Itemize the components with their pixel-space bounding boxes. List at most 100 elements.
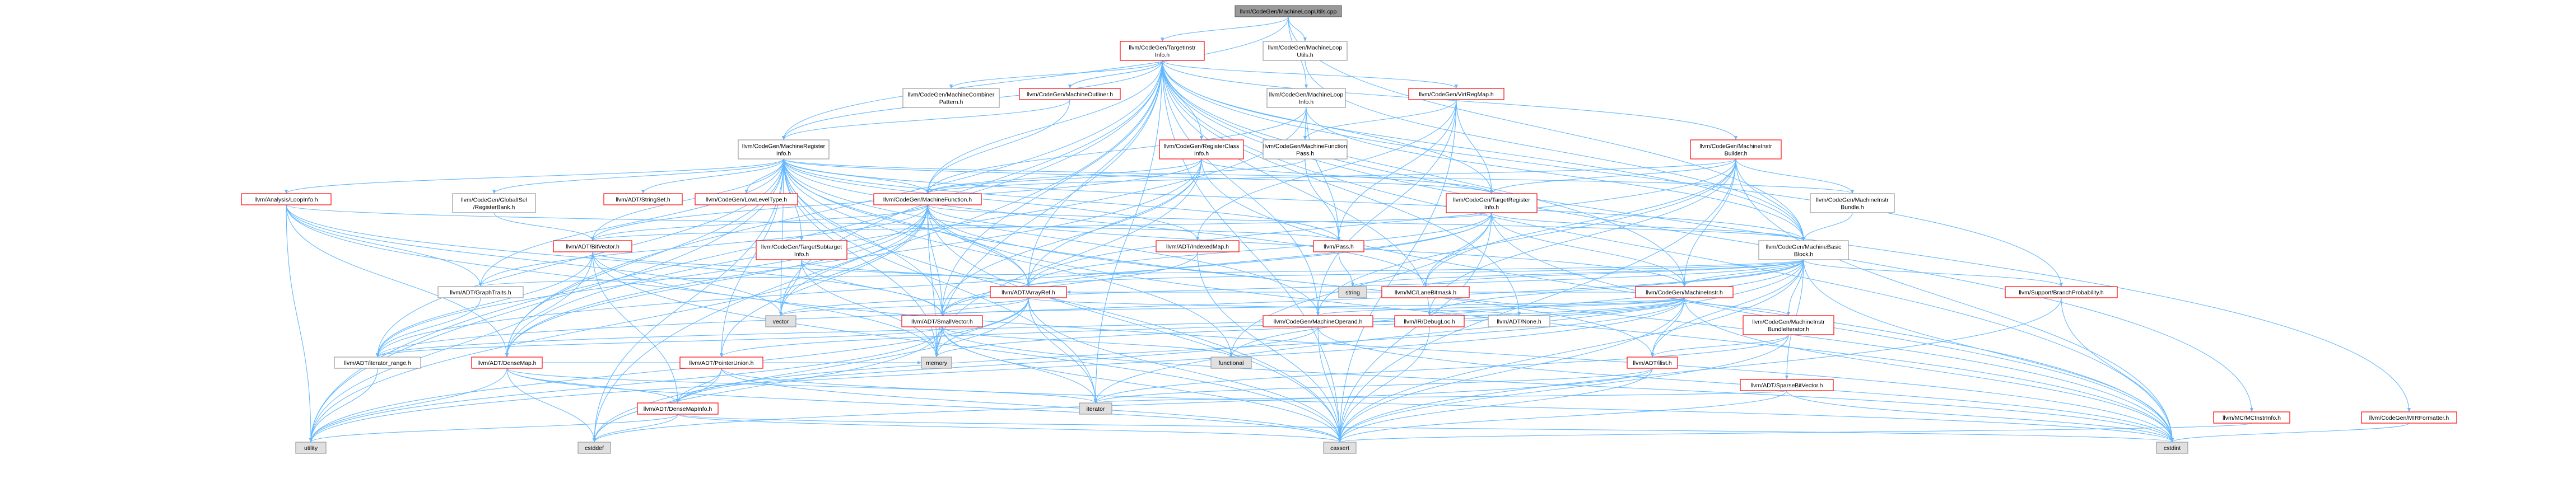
node-memory-box [921, 357, 952, 369]
node-mirformatter[interactable]: llvm/CodeGen/MIRFormatter.h [2361, 411, 2457, 424]
node-none[interactable]: llvm/ADT/None.h [1488, 315, 1550, 327]
edge-mo-to-densemapinfo [676, 326, 1319, 404]
node-cassert[interactable]: cassert [1323, 442, 1357, 454]
node-pointerunion[interactable]: llvm/ADT/PointerUnion.h [679, 357, 763, 369]
node-mout[interactable]: llvm/CodeGen/MachineOutliner.h [1019, 88, 1121, 100]
node-bitvector-box [553, 240, 632, 252]
node-ilist[interactable]: llvm/ADT/ilist.h [1627, 357, 1678, 369]
edge-mbb-to-bp [1803, 259, 2063, 287]
node-string[interactable]: string [1338, 286, 1367, 298]
edge-tii-to-mcp [949, 60, 1163, 89]
node-utility[interactable]: utility [295, 442, 327, 454]
node-debugloc-label-line-0: llvm/IR/DebugLoc.h [1404, 318, 1455, 325]
node-bitvector-label-line-0: llvm/ADT/BitVector.h [566, 243, 619, 250]
node-gsrb-label-line-1: /RegisterBank.h [473, 204, 515, 211]
edge-densemapinfo-to-cstddef [592, 414, 678, 443]
node-indexedmap-box [1156, 240, 1240, 252]
node-bp[interactable]: llvm/Support/BranchProbability.h [2005, 286, 2118, 298]
node-gsrb[interactable]: llvm/CodeGen/GlobalISel/RegisterBank.h [452, 193, 536, 213]
node-mcinstrinfo[interactable]: llvm/MC/MCInstrInfo.h [2213, 411, 2290, 424]
node-mi[interactable]: llvm/CodeGen/MachineInstr.h [1635, 286, 1734, 298]
node-iterator[interactable]: iterator [1079, 402, 1112, 415]
node-arrayref[interactable]: llvm/ADT/ArrayRef.h [990, 286, 1067, 298]
node-sbv-box [1740, 379, 1834, 391]
node-arrayref-label-line-0: llvm/ADT/ArrayRef.h [1001, 289, 1055, 296]
node-mlu[interactable]: llvm/CodeGen/MachineLoopUtils.h [1263, 41, 1348, 61]
node-mcp-label-line-0: llvm/CodeGen/MachineCombiner [908, 92, 995, 99]
node-llt[interactable]: llvm/CodeGen/LowLevelType.h [695, 193, 798, 205]
node-cstdint[interactable]: cstdint [2156, 442, 2188, 454]
edge-mib-to-mbb [1735, 158, 1806, 241]
node-root-box [1235, 5, 1342, 17]
node-functional[interactable]: functional [1210, 357, 1252, 369]
node-densemapinfo[interactable]: llvm/ADT/DenseMapInfo.h [637, 402, 719, 415]
edge-mi-to-cassert [1338, 297, 1685, 443]
node-cstddef[interactable]: cstddef [577, 442, 611, 454]
edge-mf-to-arrayref [927, 204, 1031, 287]
edge-mibi-to-ilist [1651, 334, 1789, 358]
edge-tii-to-cassert [1162, 60, 1342, 443]
node-arrayref-box [990, 286, 1067, 298]
edge-mib-to-cassert [1338, 158, 1736, 443]
edge-root-to-mlu [1288, 16, 1307, 42]
node-graphtraits-box [437, 286, 524, 298]
edge-pointerunion-to-cassert [721, 368, 1341, 443]
node-smallvector[interactable]: llvm/ADT/SmallVector.h [901, 315, 983, 327]
node-debugloc[interactable]: llvm/IR/DebugLoc.h [1394, 315, 1465, 327]
node-vector[interactable]: vector [765, 315, 796, 327]
edge-tii-to-vector [779, 60, 1163, 316]
edge-mibi-to-iterator [1094, 334, 1789, 404]
node-rci-label-line-1: Info.h [1194, 151, 1209, 157]
node-mo-label-line-0: llvm/CodeGen/MachineOperand.h [1274, 318, 1363, 325]
node-iterrange[interactable]: llvm/ADT/iterator_range.h [334, 357, 421, 369]
node-mcp-box [902, 88, 1000, 108]
edge-arrayref-to-cstddef [592, 297, 1029, 443]
node-mibundle-label-line-0: llvm/CodeGen/MachineInstr [1816, 197, 1889, 204]
edge-densemap-to-densemapinfo [506, 368, 680, 404]
node-sbv[interactable]: llvm/ADT/SparseBitVector.h [1740, 379, 1834, 391]
edge-mib-to-mf [926, 158, 1736, 194]
edge-vrm-to-mfp [1303, 99, 1457, 140]
edge-loopinfo-to-utility [286, 204, 313, 443]
edge-mri-to-utility [309, 158, 784, 443]
node-rci-box [1159, 139, 1244, 160]
node-loopinfo-label-line-0: llvm/Analysis/LoopInfo.h [254, 196, 318, 203]
node-llt-box [695, 193, 798, 205]
node-loopinfo[interactable]: llvm/Analysis/LoopInfo.h [241, 193, 332, 205]
node-bitvector[interactable]: llvm/ADT/BitVector.h [553, 240, 632, 252]
edge-tsi-to-vector [779, 259, 802, 316]
node-lanebitmask[interactable]: llvm/MC/LaneBitmask.h [1381, 286, 1470, 298]
node-graphtraits[interactable]: llvm/ADT/GraphTraits.h [437, 286, 524, 298]
node-mcp-label-line-1: Pattern.h [939, 99, 963, 106]
node-mli-box [1266, 88, 1346, 108]
node-mri-box [738, 139, 830, 160]
node-strset[interactable]: llvm/ADT/StringSet.h [603, 193, 683, 205]
node-densemap[interactable]: llvm/ADT/DenseMap.h [471, 357, 543, 369]
edge-bp-to-cstdint [2061, 297, 2174, 443]
node-indexedmap[interactable]: llvm/ADT/IndexedMap.h [1156, 240, 1240, 252]
edge-tii-to-mcinstrinfo [1162, 60, 2254, 412]
node-rci-label-line-0: llvm/CodeGen/RegisterClass [1164, 143, 1240, 150]
edge-rci-to-densemap [505, 158, 1202, 358]
node-mf[interactable]: llvm/CodeGen/MachineFunction.h [873, 193, 982, 205]
node-memory[interactable]: memory [921, 357, 952, 369]
edge-loopinfo-to-graphtraits [286, 204, 483, 287]
node-vrm[interactable]: llvm/CodeGen/VirtRegMap.h [1408, 88, 1504, 100]
node-mo[interactable]: llvm/CodeGen/MachineOperand.h [1263, 315, 1373, 327]
node-llt-label-line-0: llvm/CodeGen/LowLevelType.h [706, 196, 787, 203]
node-pass[interactable]: llvm/Pass.h [1313, 240, 1364, 252]
node-mibi[interactable]: llvm/CodeGen/MachineInstrBundleIterator.… [1743, 315, 1834, 335]
node-tsi-box [756, 240, 847, 260]
node-cstddef-label-line-0: cstddef [585, 445, 604, 452]
